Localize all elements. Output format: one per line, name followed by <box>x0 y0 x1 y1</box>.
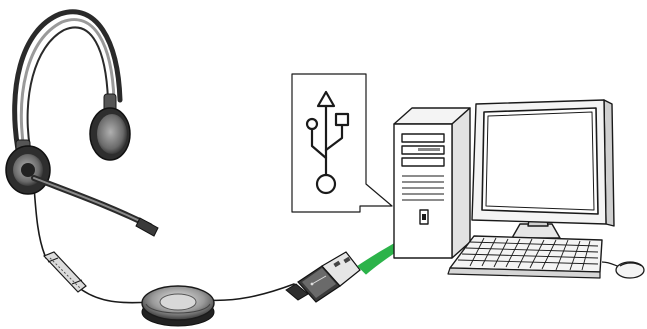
ear-pad-right <box>90 94 130 160</box>
usb-callout <box>292 74 392 212</box>
keyboard-icon <box>448 236 602 278</box>
cable-clip-icon <box>44 252 86 292</box>
monitor-icon <box>472 100 614 238</box>
headset-icon <box>6 12 158 236</box>
ear-pad-left <box>6 140 50 194</box>
inline-controller-icon <box>142 286 214 326</box>
computer-tower-icon <box>394 108 470 258</box>
mouse-icon <box>616 262 644 278</box>
microphone-boom <box>34 178 158 236</box>
usb-plug-icon <box>286 252 360 302</box>
